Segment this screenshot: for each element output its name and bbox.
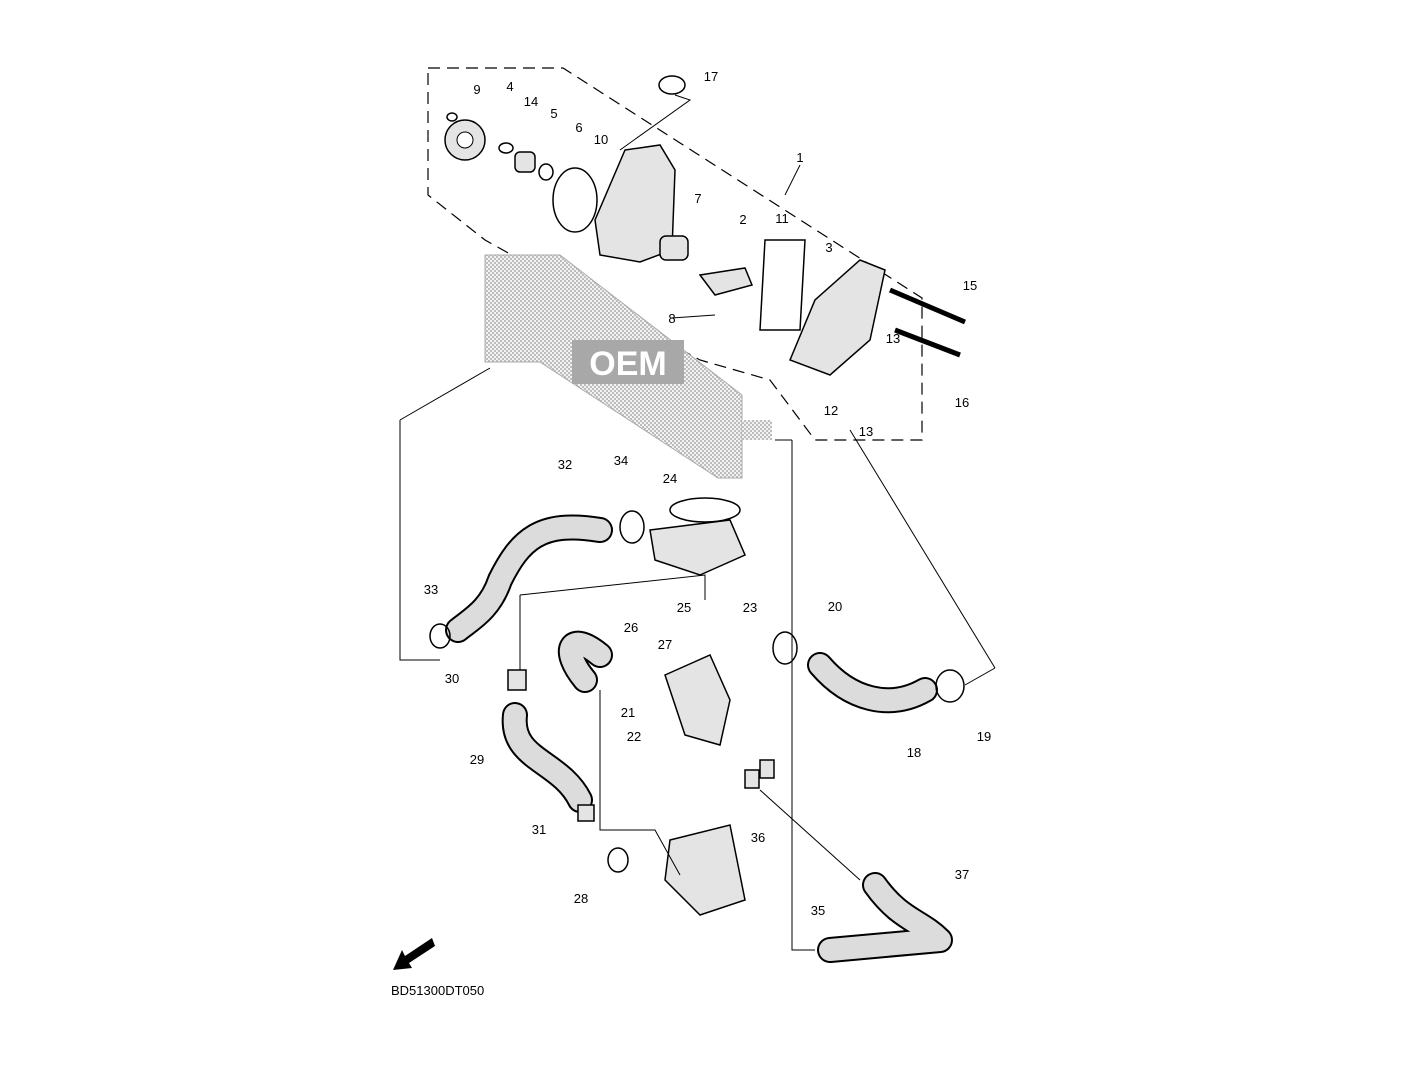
callout-29: 29 <box>470 752 484 767</box>
thermostat <box>664 654 731 746</box>
callout-11: 11 <box>775 211 789 226</box>
leader-lines <box>399 94 996 951</box>
callout-12: 12 <box>824 403 838 418</box>
callout-15: 15 <box>963 278 977 293</box>
callout-13a: 13 <box>886 331 900 346</box>
callout-35: 35 <box>811 903 825 918</box>
callout-6: 6 <box>575 120 582 135</box>
callout-32: 32 <box>558 457 572 472</box>
callout-18: 18 <box>907 745 921 760</box>
callout-10: 10 <box>594 132 608 147</box>
callout-37: 37 <box>955 867 969 882</box>
callout-14: 14 <box>524 94 538 109</box>
callout-3: 3 <box>825 240 832 255</box>
callout-30: 30 <box>445 671 459 686</box>
callout-16: 16 <box>955 395 969 410</box>
callout-5: 5 <box>550 106 557 121</box>
o-ring <box>552 167 598 233</box>
callout-1: 1 <box>796 150 803 165</box>
callout-26: 26 <box>624 620 638 635</box>
callout-23: 23 <box>743 600 757 615</box>
front-direction-arrow-icon <box>393 938 435 970</box>
radiator: OEM <box>484 254 772 479</box>
callout-21: 21 <box>621 705 635 720</box>
callout-20: 20 <box>828 599 842 614</box>
gasket <box>759 239 806 331</box>
callout-9: 9 <box>473 82 480 97</box>
water-pump-group-outline <box>427 67 923 441</box>
callout-8: 8 <box>668 311 675 326</box>
callout-22: 22 <box>627 729 641 744</box>
oem-logo-box <box>572 340 684 384</box>
callout-4: 4 <box>506 79 513 94</box>
water-pump-parts <box>444 75 966 376</box>
oem-logo: OEM <box>589 345 666 383</box>
callout-27: 27 <box>658 637 672 652</box>
callout-7: 7 <box>694 191 701 206</box>
callout-36: 36 <box>751 830 765 845</box>
callout-28: 28 <box>574 891 588 906</box>
callout-19: 19 <box>977 729 991 744</box>
callout-33: 33 <box>424 582 438 597</box>
callout-13b: 13 <box>859 424 873 439</box>
callout-25: 25 <box>677 600 691 615</box>
callout-17: 17 <box>704 69 718 84</box>
hoses <box>429 497 965 963</box>
callout-34: 34 <box>614 453 628 468</box>
callout-31: 31 <box>532 822 546 837</box>
callout-numbers: 9 4 14 5 6 10 17 1 7 2 11 3 15 8 13 16 1… <box>424 69 991 918</box>
callout-24: 24 <box>663 471 677 486</box>
oil-cooler <box>664 824 746 916</box>
pump-housing <box>594 144 676 263</box>
diagram-code: BD51300DT050 <box>391 983 484 998</box>
callout-2: 2 <box>739 212 746 227</box>
pump-cover <box>789 259 886 376</box>
